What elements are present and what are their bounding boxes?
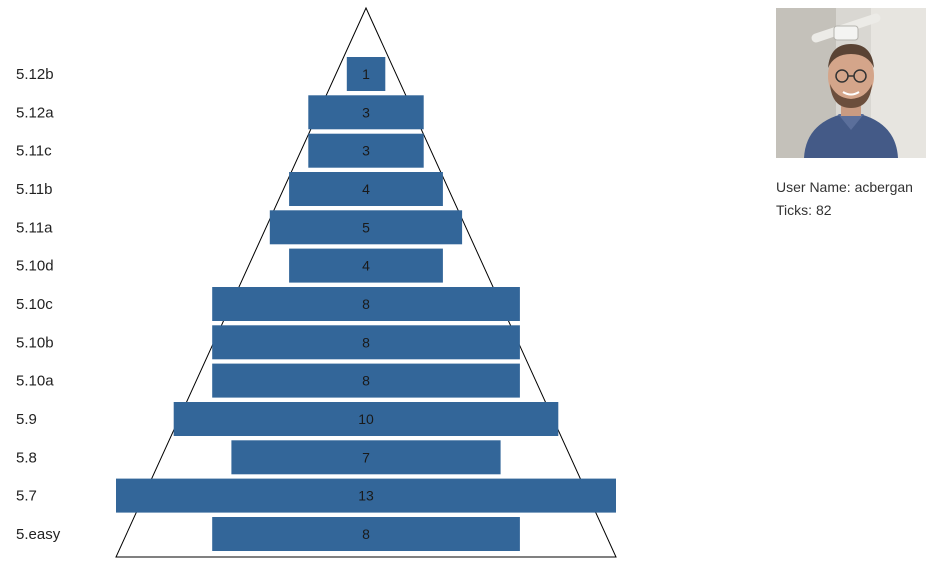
grade-label: 5.easy: [16, 526, 61, 543]
grade-label: 5.11c: [16, 143, 52, 160]
user-name-label: User Name:: [776, 179, 851, 195]
grade-label: 5.8: [16, 449, 37, 466]
user-name-value: acbergan: [854, 179, 913, 195]
bar-value-label: 4: [362, 181, 370, 197]
ticks-value: 82: [815, 202, 832, 218]
bar-value-label: 8: [362, 334, 370, 350]
bar-value-label: 8: [362, 526, 370, 542]
grade-label: 5.10b: [16, 334, 54, 351]
bar-5.11a: [269, 210, 463, 245]
bar-value-label: 4: [362, 258, 370, 274]
ticks-label: Ticks:: [776, 202, 813, 218]
bar-5.11c: [308, 133, 424, 168]
bar-5.12a: [308, 95, 424, 130]
grade-labels: 5.12b 5.12a 5.11c 5.11b 5.11a 5.10d 5.10c 5.10b…: [16, 66, 61, 543]
bar-value-label: 7: [362, 449, 370, 465]
ticks-row: Ticks: 82: [776, 199, 936, 222]
grade-label: 5.11b: [16, 181, 52, 198]
grade-label: 5.7: [16, 488, 37, 505]
bar-5.10b: [212, 325, 520, 360]
grade-label: 5.10a: [16, 373, 54, 390]
grade-label: 5.9: [16, 411, 37, 428]
bar-value-label: 8: [362, 373, 370, 389]
bar-5.8: [231, 440, 501, 475]
user-avatar: [776, 8, 926, 158]
bar-5.10d: [289, 248, 443, 283]
pyramid-outline: [115, 6, 617, 558]
bar-value-label: 5: [362, 219, 370, 235]
grade-label: 5.10c: [16, 296, 53, 313]
grade-label: 5.12a: [16, 104, 54, 121]
bar-value-label: 3: [362, 104, 370, 120]
bar-value-label: 1: [362, 66, 370, 82]
bar-5.12b: [346, 57, 386, 91]
grade-label: 5.10d: [16, 258, 54, 275]
bar-value-label: 3: [362, 143, 370, 159]
bar-5.11b: [289, 172, 443, 206]
user-name-row: User Name: acbergan: [776, 176, 936, 199]
bar-value-label: 8: [362, 296, 370, 312]
bar-5.9: [173, 402, 559, 436]
grade-label: 5.12b: [16, 66, 54, 83]
bar-value-label: 13: [358, 488, 374, 504]
bar-value-label: 10: [358, 411, 374, 427]
profile-panel: User Name: acbergan Ticks: 82: [776, 8, 936, 222]
profile-info: User Name: acbergan Ticks: 82: [776, 176, 936, 222]
bar-5.10c: [212, 287, 520, 321]
bar-5.10a: [212, 363, 520, 398]
bar-5.easy: [212, 517, 520, 551]
grade-label: 5.11a: [16, 219, 53, 236]
bar-5.7: [116, 478, 616, 513]
